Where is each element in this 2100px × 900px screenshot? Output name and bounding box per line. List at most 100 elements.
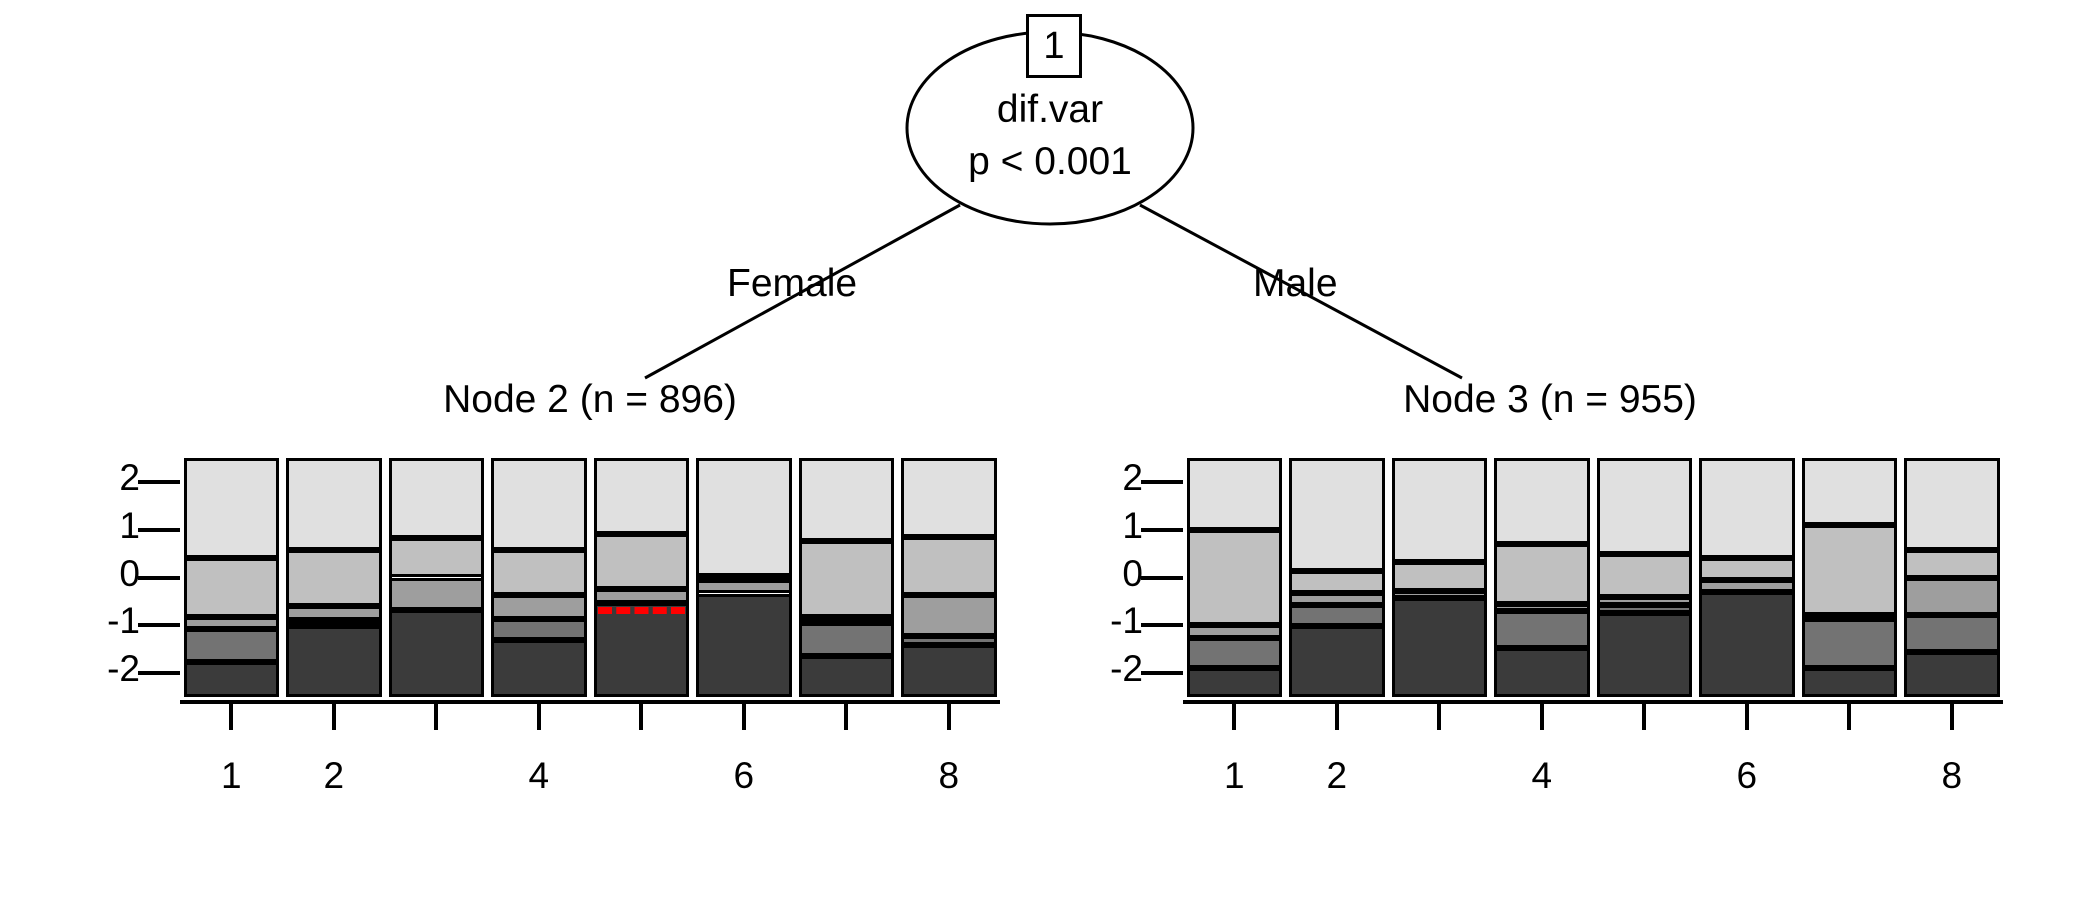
stacked-bar-segment[interactable]	[1596, 612, 1692, 697]
stacked-bar-segment[interactable]	[901, 458, 997, 538]
stacked-bar-segment[interactable]	[1289, 571, 1385, 593]
stacked-bar-segment[interactable]	[1289, 458, 1385, 572]
stacked-bar-segment[interactable]	[1289, 604, 1385, 627]
stacked-bar-segment[interactable]	[388, 610, 484, 697]
y-tick-mark	[138, 527, 180, 532]
y-tick-mark	[1141, 479, 1183, 484]
stacked-bar-segment[interactable]	[1494, 458, 1590, 544]
stacked-bar-segment[interactable]	[1186, 638, 1282, 668]
stacked-bar-segment[interactable]	[1904, 458, 2000, 551]
stacked-bar-segment[interactable]	[491, 550, 587, 595]
stacked-bar-segment[interactable]	[1494, 610, 1590, 648]
stacked-bar-segment[interactable]	[183, 557, 279, 617]
stacked-bar-segment[interactable]	[388, 458, 484, 538]
stacked-bar-segment[interactable]	[901, 635, 997, 646]
stacked-bar-segment[interactable]	[1391, 591, 1487, 599]
stacked-bar-segment[interactable]	[593, 534, 689, 589]
stacked-bar-column[interactable]	[1904, 458, 2000, 697]
stacked-bar-segment[interactable]	[286, 550, 382, 606]
stacked-bar-segment[interactable]	[388, 577, 484, 611]
stacked-bar-column[interactable]	[901, 458, 997, 697]
stacked-bar-segment[interactable]	[1596, 458, 1692, 554]
stacked-bar-column[interactable]	[696, 458, 792, 697]
edge-label-female: Female	[727, 262, 857, 306]
stacked-bar-column[interactable]	[388, 458, 484, 697]
stacked-bar-segment[interactable]	[1596, 596, 1692, 606]
stacked-bar-column[interactable]	[1289, 458, 1385, 697]
stacked-bar-segment[interactable]	[1904, 550, 2000, 579]
stacked-bar-segment[interactable]	[1391, 458, 1487, 562]
stacked-bar-segment[interactable]	[491, 640, 587, 697]
reference-line-dashed	[597, 607, 685, 615]
stacked-bar-segment[interactable]	[1904, 651, 2000, 697]
y-tick-mark	[1141, 671, 1183, 676]
stacked-bar-segment[interactable]	[388, 537, 484, 578]
stacked-bar-segment[interactable]	[1186, 458, 1282, 530]
stacked-bar-column[interactable]	[1494, 458, 1590, 697]
stacked-bar-segment[interactable]	[491, 618, 587, 641]
stacked-bar-segment[interactable]	[1391, 561, 1487, 592]
stacked-bar-segment[interactable]	[183, 661, 279, 697]
stacked-bar-segment[interactable]	[1289, 592, 1385, 605]
stacked-bar-segment[interactable]	[593, 458, 689, 535]
root-node-id-box[interactable]: 1	[1026, 14, 1082, 78]
stacked-bar-segment[interactable]	[798, 617, 894, 624]
stacked-bar-segment[interactable]	[1904, 578, 2000, 616]
stacked-bar-segment[interactable]	[286, 626, 382, 697]
stacked-bar-segment[interactable]	[1596, 605, 1692, 613]
stacked-bar-segment[interactable]	[1699, 579, 1795, 592]
stacked-bar-segment[interactable]	[696, 458, 792, 577]
stacked-bar-segment[interactable]	[1699, 458, 1795, 559]
stacked-bar-segment[interactable]	[1494, 603, 1590, 611]
x-tick-label: 2	[1326, 755, 1348, 796]
stacked-bar-segment[interactable]	[901, 645, 997, 697]
stacked-bar-column[interactable]	[286, 458, 382, 697]
stacked-bar-segment[interactable]	[696, 593, 792, 697]
stacked-bar-segment[interactable]	[901, 595, 997, 636]
stacked-bar-segment[interactable]	[183, 628, 279, 662]
stacked-bar-segment[interactable]	[491, 594, 587, 619]
stacked-bar-segment[interactable]	[1801, 615, 1897, 622]
stacked-bar-segment[interactable]	[1186, 667, 1282, 697]
stacked-bar-segment[interactable]	[1186, 624, 1282, 639]
stacked-bar-segment[interactable]	[696, 576, 792, 583]
stacked-bar-segment[interactable]	[183, 458, 279, 558]
stacked-bar-segment[interactable]	[286, 458, 382, 551]
stacked-bar-segment[interactable]	[286, 605, 382, 620]
stacked-bar-segment[interactable]	[1801, 458, 1897, 526]
stacked-bar-segment[interactable]	[1699, 591, 1795, 697]
stacked-bar-segment[interactable]	[183, 616, 279, 629]
stacked-bar-segment[interactable]	[798, 541, 894, 618]
stacked-bar-segment[interactable]	[1289, 626, 1385, 697]
stacked-bar-column[interactable]	[1596, 458, 1692, 697]
stacked-bar-segment[interactable]	[1801, 618, 1897, 668]
stacked-bar-column[interactable]	[491, 458, 587, 697]
stacked-bar-column[interactable]	[1391, 458, 1487, 697]
stacked-bar-column[interactable]	[798, 458, 894, 697]
stacked-bar-segment[interactable]	[286, 619, 382, 626]
stacked-bar-column[interactable]	[1699, 458, 1795, 697]
stacked-bar-column[interactable]	[593, 458, 689, 697]
stacked-bar-segment[interactable]	[1801, 667, 1897, 697]
stacked-bar-segment[interactable]	[1801, 525, 1897, 616]
stacked-bar-segment[interactable]	[901, 537, 997, 596]
stacked-bar-segment[interactable]	[593, 602, 689, 697]
stacked-bar-segment[interactable]	[1699, 558, 1795, 580]
stacked-bar-segment[interactable]	[1494, 647, 1590, 697]
stacked-bar-column[interactable]	[1801, 458, 1897, 697]
stacked-bar-segment[interactable]	[1596, 553, 1692, 597]
stacked-bar-column[interactable]	[1186, 458, 1282, 697]
stacked-bar-segment[interactable]	[1904, 615, 2000, 652]
stacked-bar-segment[interactable]	[798, 458, 894, 542]
y-tick-label: 1	[119, 504, 140, 546]
root-pvalue-text: p < 0.001	[968, 140, 1132, 183]
x-tick-mark	[1847, 700, 1852, 730]
stacked-bar-segment[interactable]	[1391, 598, 1487, 697]
stacked-bar-segment[interactable]	[1186, 529, 1282, 625]
stacked-bar-segment[interactable]	[1494, 543, 1590, 604]
stacked-bar-segment[interactable]	[798, 656, 894, 697]
stacked-bar-column[interactable]	[183, 458, 279, 697]
stacked-bar-segment[interactable]	[798, 622, 894, 657]
stacked-bar-segment[interactable]	[491, 458, 587, 551]
stacked-bar-segment[interactable]	[593, 588, 689, 603]
